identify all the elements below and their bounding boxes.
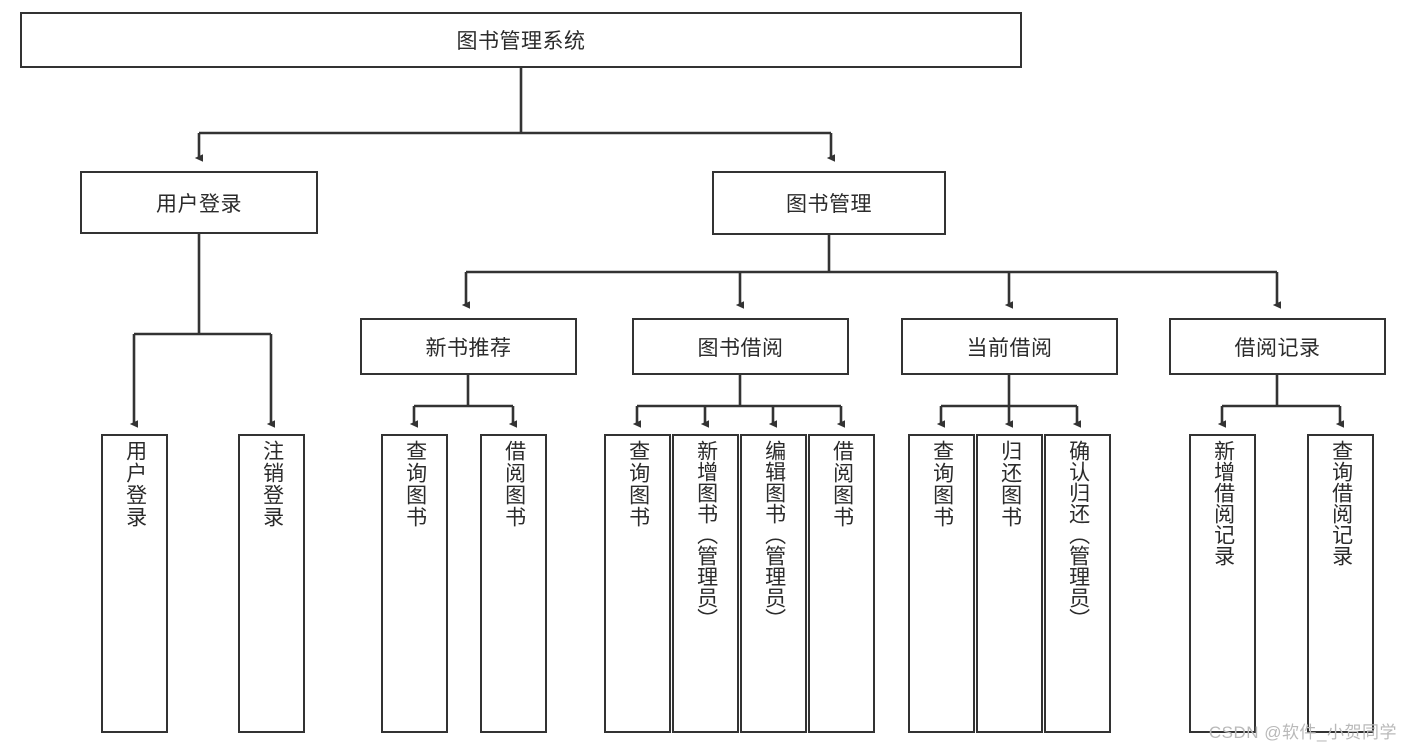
leaf-confirm-return-label: 确认归还（管理员） xyxy=(1066,440,1090,629)
leaf-user-login-label: 用户登录 xyxy=(123,440,147,528)
node-book-borrow: 图书借阅 xyxy=(632,318,849,375)
leaf-user-login: 用户登录 xyxy=(101,434,168,733)
node-user-login-label: 用户登录 xyxy=(156,192,242,216)
leaf-add-book: 新增图书（管理员） xyxy=(672,434,739,733)
leaf-edit-book-label: 编辑图书（管理员） xyxy=(762,440,786,629)
leaf-query-book-1: 查询图书 xyxy=(381,434,448,733)
node-user-login: 用户登录 xyxy=(80,171,318,234)
node-borrow-record: 借阅记录 xyxy=(1169,318,1386,375)
leaf-add-book-label: 新增图书（管理员） xyxy=(694,440,718,629)
node-new-book-rec-label: 新书推荐 xyxy=(425,336,512,360)
leaf-return-book: 归还图书 xyxy=(976,434,1043,733)
leaf-borrow-book-1-label: 借阅图书 xyxy=(502,440,526,528)
node-new-book-rec: 新书推荐 xyxy=(360,318,577,375)
leaf-return-book-label: 归还图书 xyxy=(998,440,1022,528)
leaf-query-book-3: 查询图书 xyxy=(908,434,975,733)
leaf-borrow-book-1: 借阅图书 xyxy=(480,434,547,733)
node-current-borrow-label: 当前借阅 xyxy=(966,336,1053,360)
leaf-query-record-label: 查询借阅记录 xyxy=(1329,440,1353,566)
leaf-borrow-book-2-label: 借阅图书 xyxy=(830,440,854,528)
leaf-logout-label: 注销登录 xyxy=(260,440,284,528)
node-book-manage-label: 图书管理 xyxy=(786,193,872,216)
leaf-edit-book: 编辑图书（管理员） xyxy=(740,434,807,733)
leaf-query-book-2: 查询图书 xyxy=(604,434,671,733)
node-book-borrow-label: 图书借阅 xyxy=(697,336,784,360)
leaf-add-record: 新增借阅记录 xyxy=(1189,434,1256,733)
leaf-query-book-2-label: 查询图书 xyxy=(626,440,650,528)
node-borrow-record-label: 借阅记录 xyxy=(1234,336,1321,360)
node-root: 图书管理系统 xyxy=(20,12,1022,68)
node-book-manage: 图书管理 xyxy=(712,171,946,235)
leaf-query-record: 查询借阅记录 xyxy=(1307,434,1374,733)
leaf-query-book-1-label: 查询图书 xyxy=(403,440,427,528)
leaf-borrow-book-2: 借阅图书 xyxy=(808,434,875,733)
leaf-confirm-return: 确认归还（管理员） xyxy=(1044,434,1111,733)
csdn-watermark: CSDN @软件_小贺同学 xyxy=(1208,723,1397,742)
leaf-query-book-3-label: 查询图书 xyxy=(930,440,954,528)
node-current-borrow: 当前借阅 xyxy=(901,318,1118,375)
leaf-logout: 注销登录 xyxy=(238,434,305,733)
node-root-label: 图书管理系统 xyxy=(456,30,586,53)
leaf-add-record-label: 新增借阅记录 xyxy=(1211,440,1235,566)
